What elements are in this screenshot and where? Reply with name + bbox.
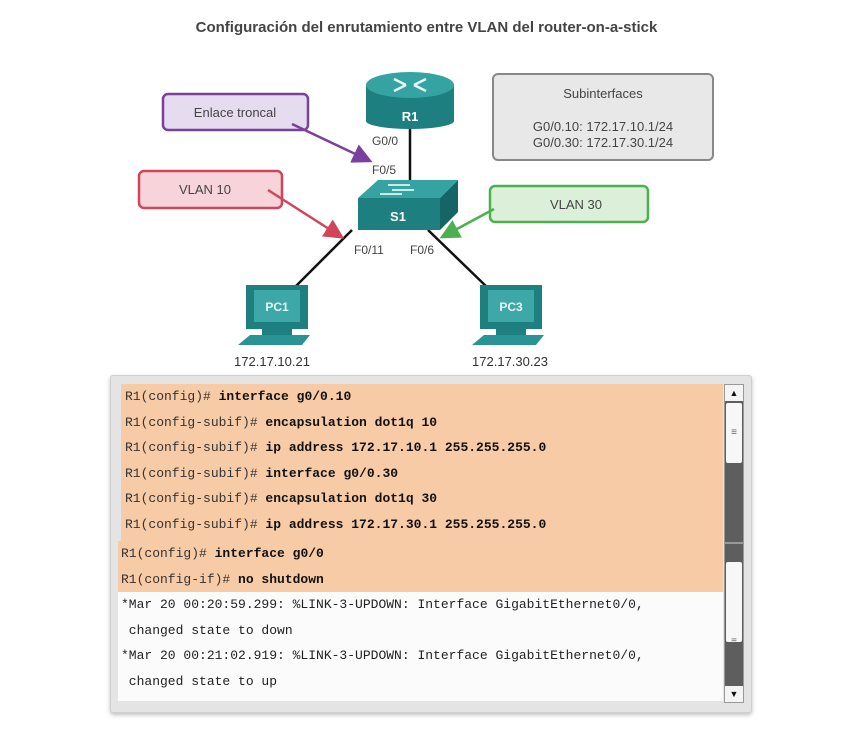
vlan10-callout-label: VLAN 10	[179, 182, 231, 197]
pc1-icon	[238, 285, 310, 345]
cli-prompt: R1(config-subif)#	[125, 440, 258, 456]
subinterface-line: G0/0.10: 172.17.10.1/24	[533, 119, 673, 134]
pc1-ip: 172.17.10.21	[234, 354, 310, 369]
port-f0-5: F0/5	[372, 163, 396, 177]
trunk-callout	[161, 92, 310, 132]
switch-icon	[358, 180, 458, 230]
cli-command: interface g0/0	[206, 546, 324, 561]
vlan30-callout-label: VLAN 30	[550, 197, 602, 212]
terminal-line: R1(config)# interface g0/0.10	[121, 384, 723, 410]
terminal-line: R1(config-subif)# ip address 172.17.10.1…	[121, 435, 723, 461]
trunk-arrow	[291, 122, 373, 163]
scrollbar[interactable]: ≡ ▼	[724, 543, 744, 703]
pc3-icon	[472, 285, 544, 345]
scrollbar[interactable]: ▲ ≡	[724, 384, 744, 543]
cli-prompt: R1(config-subif)#	[125, 414, 258, 430]
vlan30-callout	[488, 184, 650, 224]
link-s1-pc1	[291, 229, 353, 291]
terminal-line: R1(config-subif)# ip address 172.17.30.1…	[121, 512, 723, 538]
cli-prompt: R1(config-subif)#	[125, 465, 258, 481]
cli-prompt: R1(config-subif)#	[125, 516, 258, 532]
terminal-line: R1(config-if)# no shutdown	[118, 566, 723, 593]
trunk-callout-label: Enlace troncal	[194, 105, 276, 120]
pc3-label: PC3	[499, 300, 523, 314]
cli-command: encapsulation dot1q 30	[257, 491, 438, 507]
cli-command: ip address 172.17.10.1 255.255.255.0	[257, 440, 547, 456]
log-line: *Mar 20 00:20:59.299: %LINK-3-UPDOWN: In…	[121, 597, 644, 613]
vlan10-callout	[137, 169, 284, 210]
topology-diagram: R1 G0/0 F0/5 S1 F0/11 F0/6 PC1 172.17.10…	[137, 72, 714, 369]
page-title: Configuración del enrutamiento entre VLA…	[195, 19, 658, 36]
scroll-thumb[interactable]: ≡	[726, 562, 742, 647]
scroll-up-button[interactable]: ▲	[725, 385, 743, 401]
log-line: changed state to down	[121, 622, 293, 638]
link-s1-pc3	[427, 229, 491, 291]
cli-command: interface g0/0.30	[257, 465, 399, 481]
log-line: changed state to up	[121, 673, 278, 689]
router-icon	[366, 72, 454, 129]
cli-prompt: R1(config)#	[121, 546, 207, 561]
terminal-line: R1(config-subif)# encapsulation dot1q 30	[121, 486, 723, 512]
switch-label: S1	[390, 209, 406, 224]
subinterfaces-box	[492, 73, 714, 161]
subinterface-line: G0/0.30: 172.17.30.1/24	[533, 135, 673, 150]
log-line: *Mar 20 00:21:03.919: %LINEPROTO-5-UPDOW…	[118, 695, 723, 701]
log-line: *Mar 20 00:21:02.919: %LINK-3-UPDOWN: In…	[121, 648, 644, 664]
router-label: R1	[402, 109, 419, 124]
terminal-line: R1(config-subif)# interface g0/0.30	[121, 461, 723, 487]
terminal-line: R1(config-subif)# encapsulation dot1q 10	[121, 410, 723, 436]
cli-command: ip address 172.17.30.1 255.255.255.0	[257, 516, 547, 532]
cli-prompt: R1(config)#	[125, 389, 211, 404]
port-g0-0: G0/0	[372, 134, 398, 148]
cli-command: no shutdown	[230, 571, 324, 587]
subinterfaces-heading: Subinterfaces	[563, 86, 643, 101]
cli-prompt: R1(config-if)#	[121, 571, 231, 587]
cli-command: interface g0/0.10	[210, 389, 352, 404]
vlan30-arrow	[439, 207, 495, 239]
port-f0-11: F0/11	[354, 243, 384, 257]
port-f0-6: F0/6	[410, 243, 434, 257]
pc1-label: PC1	[265, 300, 289, 314]
scroll-thumb[interactable]: ≡	[726, 403, 742, 463]
vlan10-arrow	[267, 188, 345, 239]
pc3-ip: 172.17.30.23	[472, 354, 548, 369]
cli-prompt: R1(config-subif)#	[125, 491, 258, 507]
terminal-line: R1(config)# interface g0/0	[118, 541, 723, 567]
scroll-down-button[interactable]: ▼	[725, 686, 743, 702]
cli-command: encapsulation dot1q 10	[257, 414, 438, 430]
